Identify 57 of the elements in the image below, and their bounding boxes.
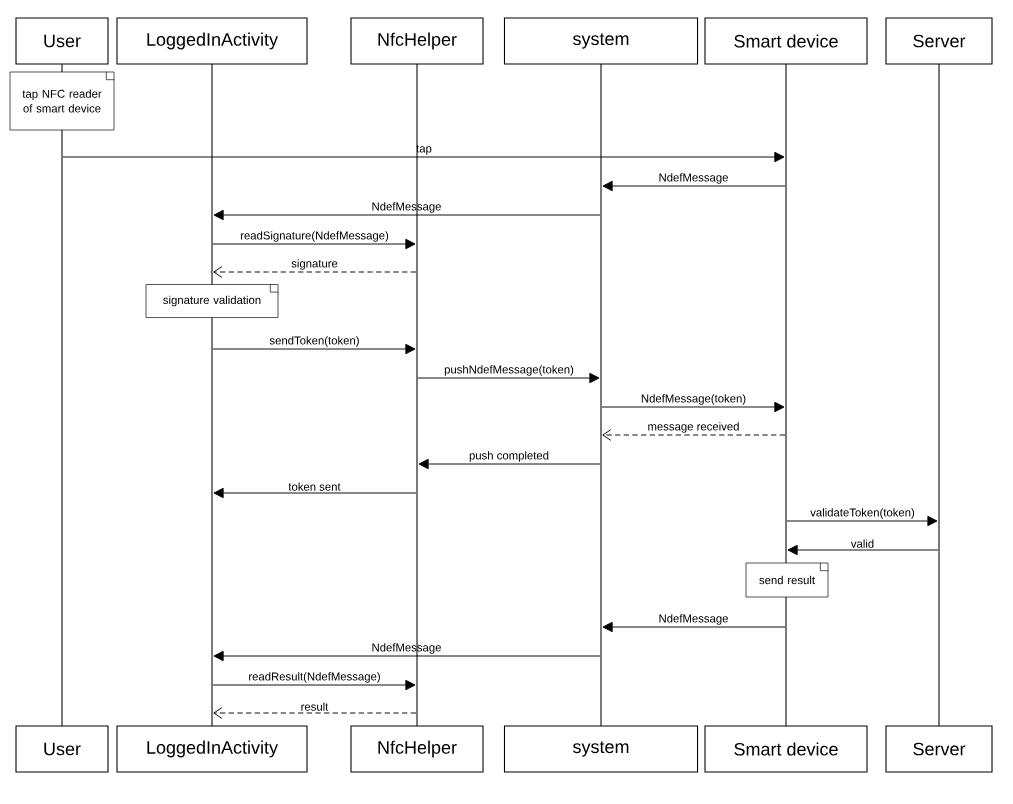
message-arrow (213, 650, 601, 662)
participant-box: LoggedInActivity (116, 725, 308, 773)
message-arrow (601, 401, 785, 413)
message-arrow (213, 487, 417, 499)
edge-label: result (301, 702, 329, 711)
participant-box: User (15, 17, 109, 73)
participant-box: Smart device (704, 725, 868, 773)
note: signature validation (145, 283, 279, 318)
message-arrow (787, 544, 939, 556)
lifeline (785, 64, 787, 563)
participant-box: LoggedInActivity (116, 17, 308, 65)
edge-label: NdefMessage (372, 202, 441, 213)
participant-box: Server (885, 17, 993, 65)
edge-label: NdefMessage (372, 643, 441, 654)
message-arrow (62, 151, 785, 163)
message-arrow (417, 372, 600, 384)
participant-box: NfcHelper (350, 725, 484, 773)
edge-label: tap (416, 145, 432, 155)
edge-label: push completed (469, 451, 549, 462)
edge-label: signature (291, 259, 338, 270)
edge-label: token sent (288, 482, 341, 491)
participant-box: system (503, 725, 699, 773)
note: tap NFC reader of smart device (9, 71, 115, 131)
edge-label: NdefMessage (659, 173, 728, 184)
edge-label: readResult(NdefMessage) (249, 672, 380, 683)
message-arrow (602, 180, 786, 192)
edge-label: message received (648, 422, 739, 433)
participant-box: Smart device (704, 17, 868, 65)
edge-label: sendToken(token) (269, 336, 359, 347)
participant-box: system (503, 17, 699, 65)
lifeline (61, 129, 63, 728)
lifeline (416, 64, 418, 727)
edge-label: NdefMessage(token) (641, 394, 746, 405)
edge-label: validateToken(token) (810, 508, 915, 519)
edge-label: readSignature(NdefMessage) (240, 231, 389, 242)
participant-box: User (15, 725, 109, 773)
participant-box: Server (885, 725, 993, 773)
participant-box: NfcHelper (350, 17, 484, 65)
message-arrow (213, 266, 417, 278)
note: send result (745, 562, 829, 598)
message-arrow (602, 621, 786, 633)
message-arrow (602, 429, 786, 441)
edge-label: NdefMessage (659, 614, 728, 625)
message-arrow (418, 458, 601, 470)
message-arrow (786, 515, 938, 527)
message-arrow (212, 343, 416, 355)
lifeline (600, 64, 602, 727)
message-arrow (212, 679, 416, 691)
message-arrow (213, 707, 417, 719)
edge-label: valid (850, 539, 874, 548)
lifeline (938, 64, 940, 727)
edge-label: pushNdefMessage(token) (444, 365, 574, 376)
lifeline (785, 597, 787, 727)
lifeline (211, 317, 213, 728)
lifeline (211, 63, 213, 286)
message-arrow (213, 209, 601, 221)
message-arrow (212, 238, 416, 250)
